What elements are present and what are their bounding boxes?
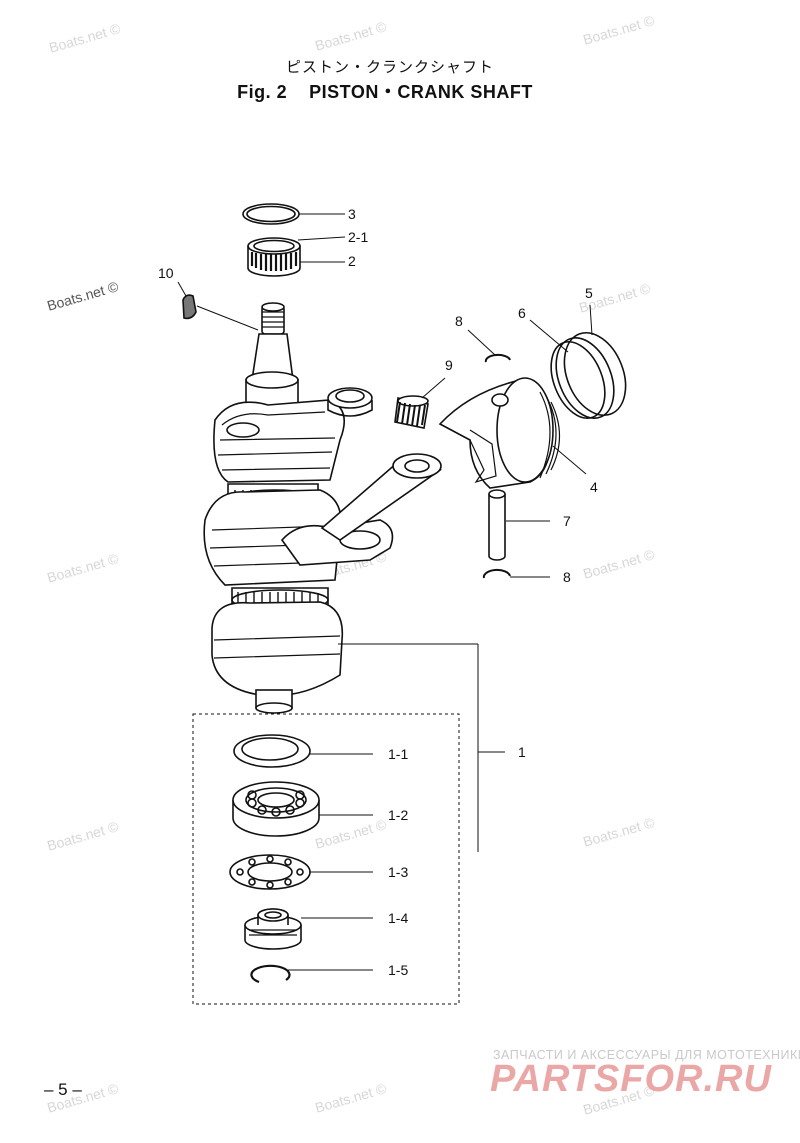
crankshaft-illustration (203, 302, 394, 714)
figure-number: Fig. 2 (237, 82, 288, 102)
callout-3: 3 (348, 206, 356, 222)
part-8-clip-illustration (484, 353, 511, 363)
part-10-key-illustration (182, 294, 197, 320)
callout-10: 10 (158, 265, 174, 281)
callout-2: 2 (348, 253, 356, 269)
japanese-title: ピストン・クランクシャフト (285, 58, 494, 76)
callout-8-bottom: 8 (563, 569, 571, 585)
callout-2-1: 2-1 (348, 229, 368, 245)
figure-name: PISTON・CRANK SHAFT (309, 82, 533, 102)
brand-tagline: ЗАПЧАСТИ И АКСЕССУАРЫ ДЛЯ МОТОТЕХНИКИ (493, 1048, 800, 1062)
callout-1-2: 1-2 (388, 807, 408, 823)
part-9-needle-bearing-illustration (394, 395, 429, 429)
part-1-4-seal-housing-illustration (244, 908, 302, 950)
callout-1-1: 1-1 (388, 746, 408, 762)
part-1-1-washer-illustration (233, 734, 311, 768)
callout-5: 5 (585, 285, 593, 301)
callout-6: 6 (518, 305, 526, 321)
leader-lines (177, 213, 593, 971)
callout-1-3: 1-3 (388, 864, 408, 880)
part-8-clip-illustration (482, 568, 511, 579)
part-1-3-plate-illustration (229, 854, 311, 890)
part-2-bearing-illustration (247, 237, 301, 277)
callout-4: 4 (590, 479, 598, 495)
callout-8-top: 8 (455, 313, 463, 329)
connecting-rod-illustration (320, 453, 443, 541)
part-7-piston-pin-illustration (488, 489, 506, 561)
bearing-kit-group-box (192, 713, 460, 1005)
callout-1-4: 1-4 (388, 910, 408, 926)
part-4-piston-illustration (438, 377, 560, 489)
callout-labels: 3 2-1 2 10 8 6 5 9 4 7 8 1 1-1 1-2 1-3 1… (158, 206, 598, 978)
callout-1: 1 (518, 744, 526, 760)
page-number: – 5 – (44, 1080, 82, 1099)
part-1-2-ball-bearing-illustration (232, 781, 320, 837)
brand-logo: PARTSFOR.RU (490, 1058, 772, 1100)
callout-7: 7 (563, 513, 571, 529)
part-5-6-piston-rings-illustration (550, 331, 627, 419)
part-3-ring-illustration (242, 203, 300, 225)
part-1-5-circlip-illustration (250, 964, 291, 984)
figure-title: Fig. 2 PISTON・CRANK SHAFT (0, 78, 770, 104)
callout-1-5: 1-5 (388, 962, 408, 978)
callout-9: 9 (445, 357, 453, 373)
